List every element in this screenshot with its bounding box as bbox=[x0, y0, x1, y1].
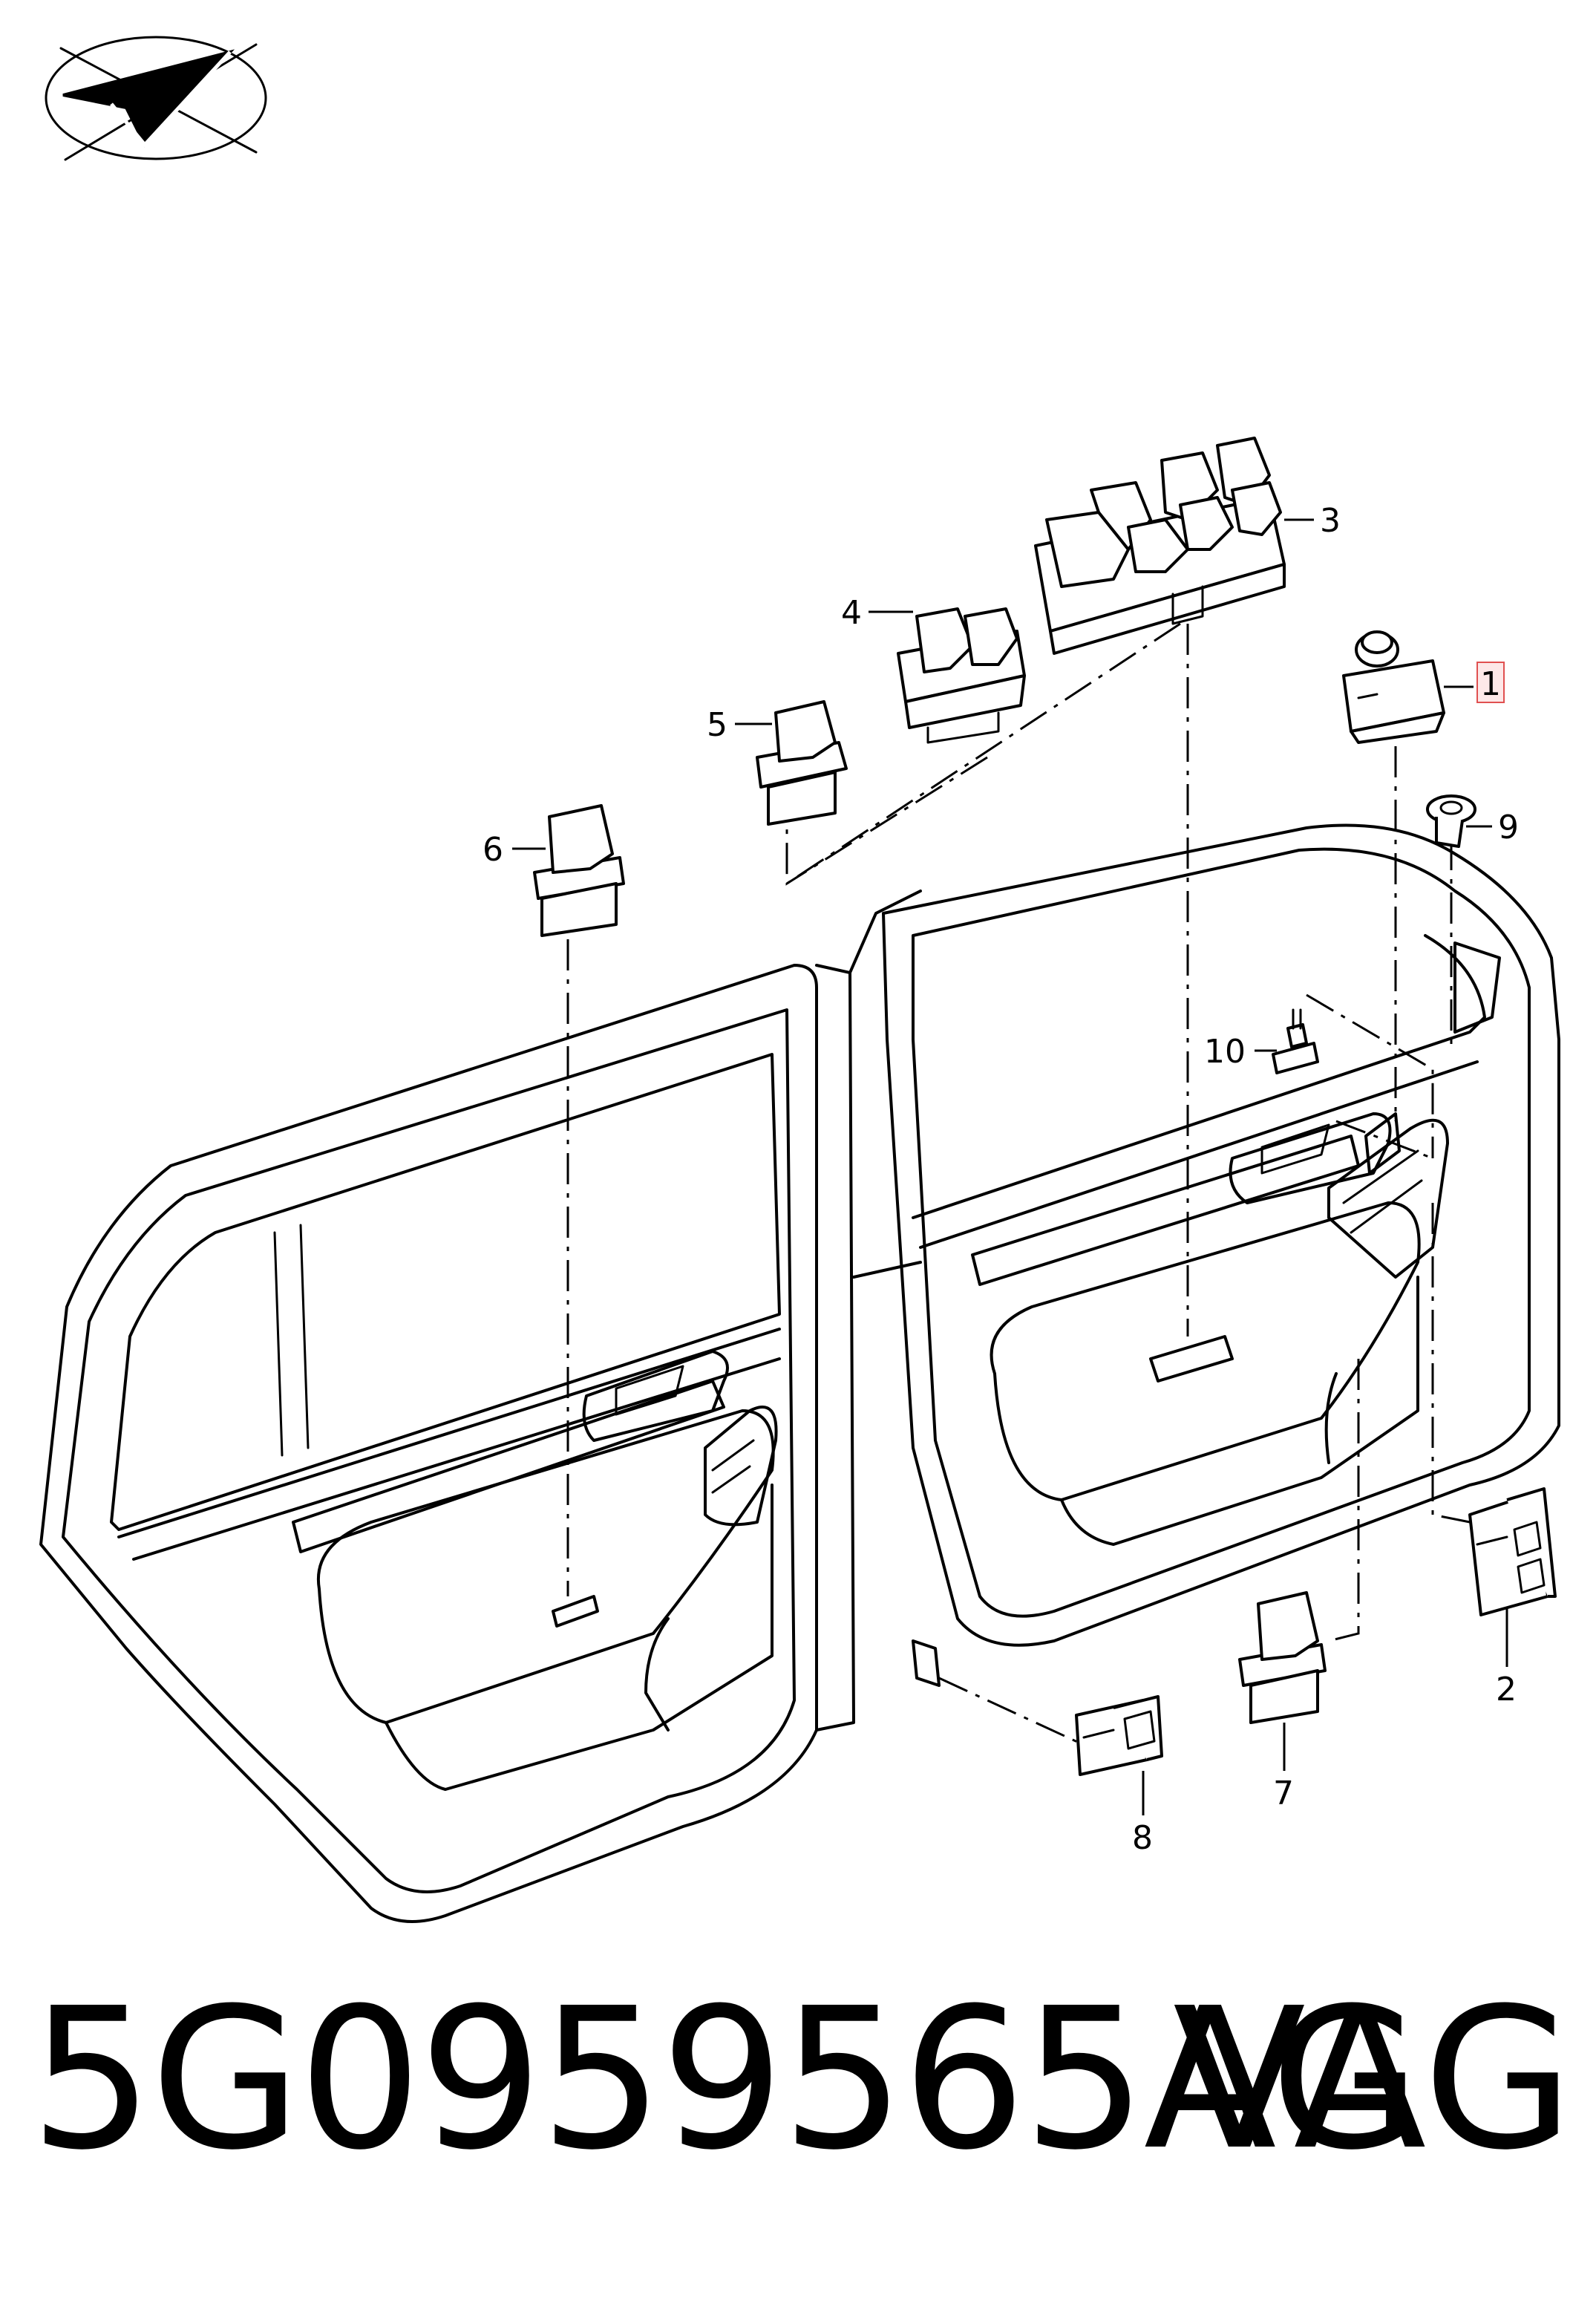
part-10-connector bbox=[1272, 1008, 1319, 1074]
part-6-single-switch bbox=[533, 804, 625, 937]
callout-5: 5 bbox=[707, 706, 727, 744]
callout-3: 3 bbox=[1320, 502, 1341, 540]
callout-1: 1 bbox=[1480, 665, 1501, 703]
part-4-twin-switch bbox=[897, 607, 1026, 744]
callout-10: 10 bbox=[1204, 1033, 1246, 1071]
callout-6: 6 bbox=[483, 831, 503, 869]
part-number: 5G0959565AG bbox=[30, 1966, 1421, 2193]
part-1-mirror-switch bbox=[1342, 630, 1445, 744]
front-door bbox=[882, 823, 1560, 1687]
callout-2: 2 bbox=[1496, 1671, 1517, 1708]
part-2-lock-switch bbox=[1468, 1487, 1557, 1616]
callout-9: 9 bbox=[1498, 809, 1519, 846]
callout-8: 8 bbox=[1132, 1819, 1153, 1857]
rear-door bbox=[39, 964, 818, 1923]
b-pillar bbox=[815, 890, 922, 1732]
logo-icon bbox=[45, 36, 267, 161]
callouts: 1 2 3 4 5 6 7 8 9 10 bbox=[483, 502, 1519, 1857]
callout-1-highlight bbox=[1476, 662, 1505, 703]
part-9-clip bbox=[1426, 794, 1476, 848]
part-7-single-switch bbox=[1238, 1591, 1327, 1724]
leader-lines bbox=[512, 518, 1508, 1815]
brand-label: VAG bbox=[1172, 1966, 1574, 2193]
part-5-single-switch bbox=[756, 700, 848, 826]
parts-diagram: 1 2 3 4 5 6 7 8 9 10 bbox=[39, 36, 1560, 1923]
callout-7: 7 bbox=[1273, 1775, 1294, 1812]
part-8-child-lock-switch bbox=[1075, 1695, 1163, 1776]
part-3-master-switch bbox=[1034, 437, 1286, 655]
footer: 5G0959565AG VAG bbox=[0, 1975, 1596, 2272]
guide-lines bbox=[566, 622, 1471, 1746]
callout-4: 4 bbox=[841, 594, 862, 632]
